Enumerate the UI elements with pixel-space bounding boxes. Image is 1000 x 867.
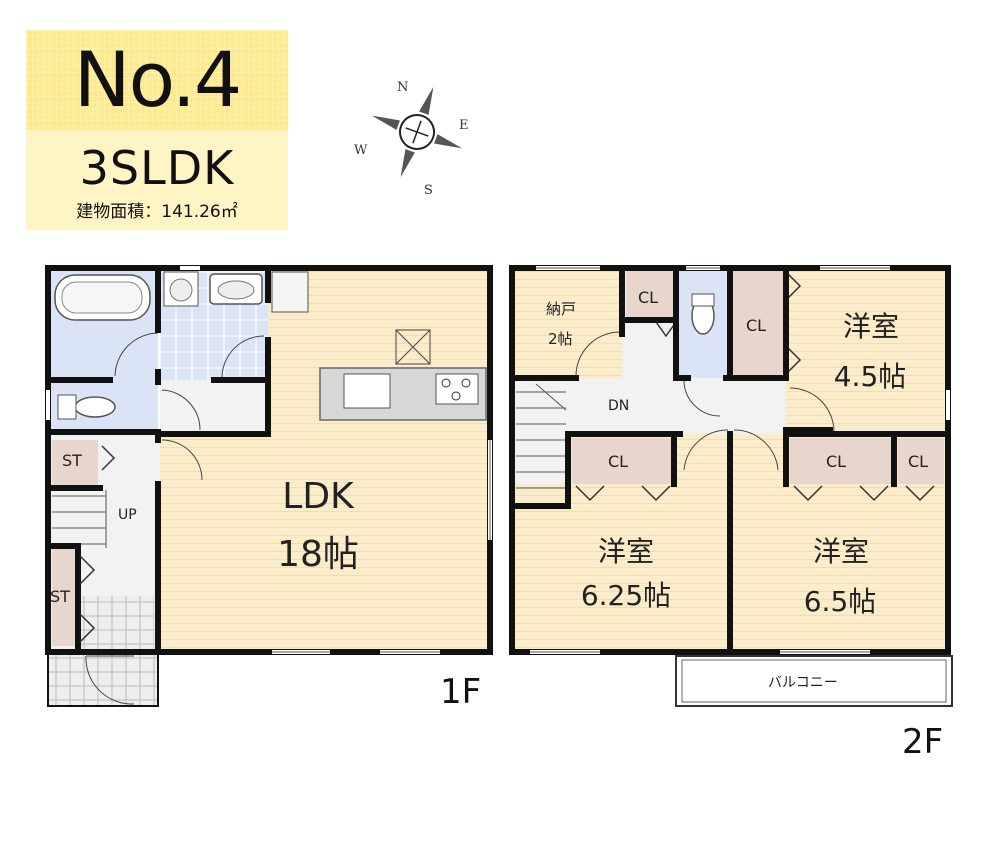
room-a-size: 4.5帖 [833,360,907,393]
toilet-icon-1f [74,396,116,418]
refrigerator-icon [271,271,309,313]
porch-floor [48,652,158,706]
cl-d-floor [790,438,892,484]
cl-a-floor [626,268,674,320]
storage-room-size: 2帖 [548,330,573,348]
walls-2f [509,265,951,655]
storage-2-floor [52,546,76,646]
room-c-name: 洋室 [812,535,869,568]
compass-w-label: W [354,143,368,158]
compass-needle-e [434,134,463,149]
room-a-name: 洋室 [842,310,899,343]
cl-c-floor [572,438,674,484]
cl-e-label: CL [908,452,929,471]
plan-badge-lower [26,130,288,230]
stairs-2f [516,383,567,489]
door-swing-ldk [161,439,203,481]
range-hood-icon [395,329,431,365]
compass-icon [371,86,463,178]
balcony-label: バルコニー [768,675,838,691]
room-a-floor [786,268,948,430]
stove-icon [435,373,479,405]
cl-b-label: CL [746,316,767,335]
door-swing-entrance [85,655,135,705]
compass-needle-w [371,115,400,130]
compass-e-label: E [459,118,469,133]
room-b-size: 6.25帖 [580,579,672,612]
storage-1-floor [52,440,98,486]
compass-needle-s [400,149,415,178]
floor-area: 建物面積：141.26㎡ [76,202,238,222]
sink-icon [343,373,391,409]
cl-e-floor [898,438,944,484]
hall-1f-upper [160,380,268,434]
storage-room-name: 納戸 [546,300,577,318]
stairs-1f-label: UP [118,507,137,523]
ldk-size: 18帖 [277,534,359,575]
entrance-floor [80,596,154,650]
door-swing-bath [114,332,159,377]
room-b-name: 洋室 [597,535,654,568]
layout-type: 3SLDK [79,141,235,195]
room-c-size: 6.5帖 [803,585,877,618]
floor-label-2f: 2F [902,722,944,762]
compass-s-label: S [424,183,433,198]
cl-b-floor [732,268,784,378]
cl-c-label: CL [608,452,629,471]
storage-2-label: ST [50,587,70,606]
door-swing-toilet [161,389,201,431]
cl-a-label: CL [638,288,659,307]
room-b-floor [512,484,730,652]
plan-number: No.4 [73,35,243,124]
stairs-2f-label: DN [608,398,630,414]
ldk-name: LDK [282,476,354,517]
compass-n-label: N [397,80,409,95]
storage-room-floor [512,268,622,378]
cl-d-label: CL [826,452,847,471]
porch-outline [47,651,159,707]
door-swing-wash [221,335,265,379]
storage-1-label: ST [62,451,82,470]
compass-needle-n [419,86,434,115]
balcony-outline [675,655,953,707]
floor-label-1f: 1F [440,672,482,712]
